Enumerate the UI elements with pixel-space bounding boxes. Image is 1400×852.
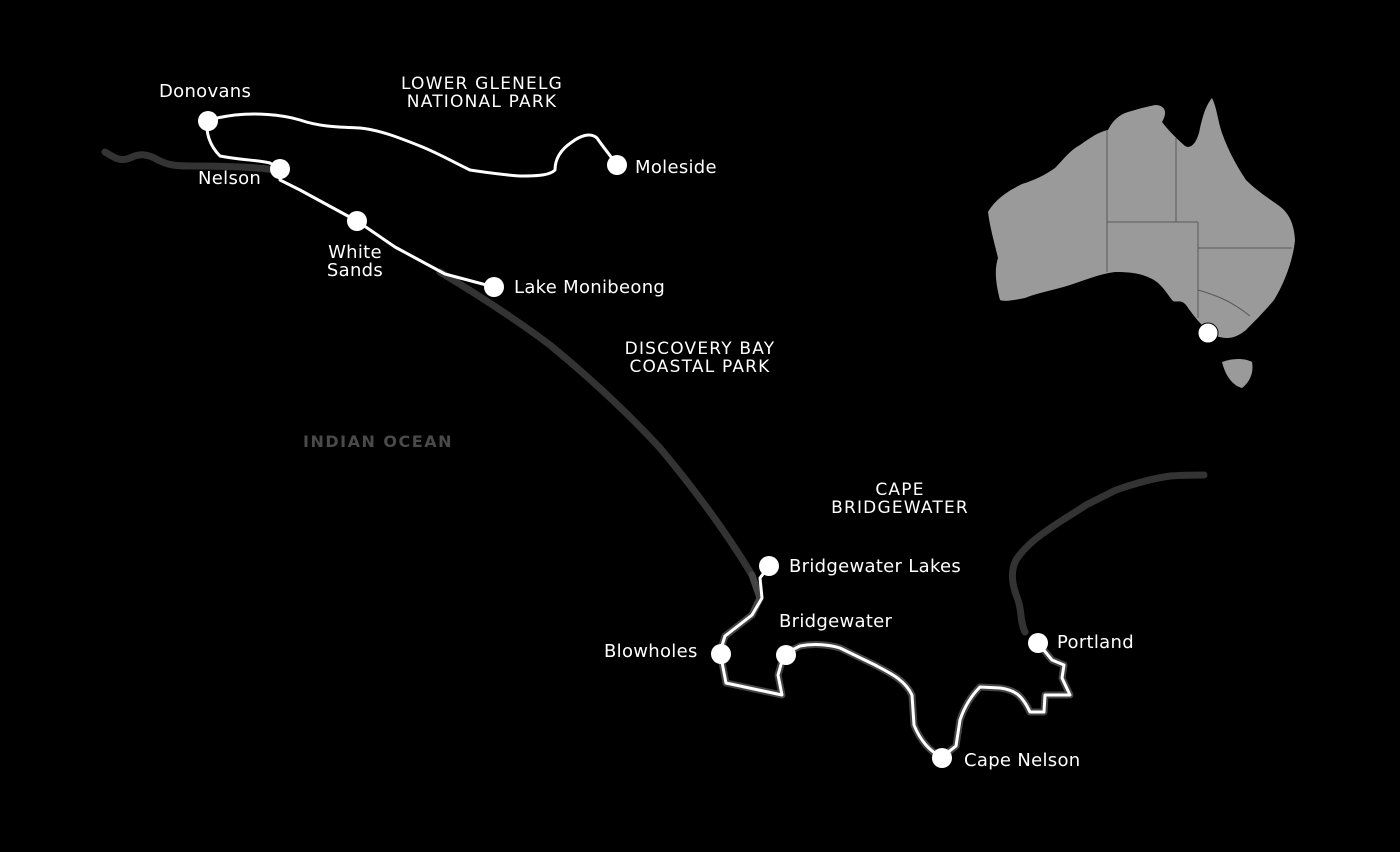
waypoint-lake-monibeong[interactable] bbox=[484, 277, 504, 297]
area-label-lower-glenelg: LOWER GLENELG NATIONAL PARK bbox=[382, 75, 582, 111]
area-label-cape-bridgewater: CAPE BRIDGEWATER bbox=[800, 481, 1000, 517]
place-label-white-sands[interactable]: White Sands bbox=[325, 244, 385, 280]
place-label-line: Sands bbox=[326, 260, 384, 281]
area-label-line: BRIDGEWATER bbox=[831, 498, 969, 518]
coast-road-west bbox=[101, 148, 284, 179]
place-label-donovans[interactable]: Donovans bbox=[159, 81, 252, 102]
location-marker-icon bbox=[1197, 322, 1219, 344]
state-borders bbox=[1106, 130, 1292, 318]
australia-map-icon bbox=[988, 98, 1295, 388]
coast-road-main bbox=[436, 268, 756, 579]
area-label-line: NATIONAL PARK bbox=[406, 92, 558, 112]
waypoint-nelson[interactable] bbox=[270, 159, 290, 179]
place-label-nelson[interactable]: Nelson bbox=[198, 168, 262, 189]
place-label-blowholes[interactable]: Blowholes bbox=[604, 641, 698, 662]
coast-road-east bbox=[1008, 471, 1208, 636]
waypoint-bridgewater-lakes[interactable] bbox=[759, 556, 779, 576]
area-label-discovery-bay: DISCOVERY BAY COASTAL PARK bbox=[600, 340, 800, 376]
waypoint-donovans[interactable] bbox=[198, 111, 218, 131]
place-label-moleside[interactable]: Moleside bbox=[635, 157, 717, 178]
place-label-cape-nelson[interactable]: Cape Nelson bbox=[964, 750, 1081, 771]
area-label-line: DISCOVERY BAY bbox=[624, 339, 776, 359]
waypoint-white-sands[interactable] bbox=[347, 211, 367, 231]
waypoint-bridgewater[interactable] bbox=[776, 645, 796, 665]
australia-mainland bbox=[988, 98, 1295, 338]
ocean-label: INDIAN OCEAN bbox=[303, 432, 453, 451]
waypoint-cape-nelson[interactable] bbox=[932, 748, 952, 768]
place-label-portland[interactable]: Portland bbox=[1057, 632, 1134, 653]
area-label-line: COASTAL PARK bbox=[629, 357, 771, 377]
walking-route bbox=[205, 112, 619, 289]
tasmania bbox=[1222, 359, 1253, 388]
place-label-bridgewater-lakes[interactable]: Bridgewater Lakes bbox=[789, 556, 962, 577]
place-label-line: White bbox=[328, 242, 382, 263]
waypoint-moleside[interactable] bbox=[607, 155, 627, 175]
area-label-line: LOWER GLENELG bbox=[400, 74, 564, 94]
waypoint-portland[interactable] bbox=[1028, 633, 1048, 653]
place-label-lake-monibeong[interactable]: Lake Monibeong bbox=[514, 277, 666, 298]
waypoint-blowholes[interactable] bbox=[711, 644, 731, 664]
walking-route-coastal bbox=[718, 564, 1072, 759]
area-label-line: CAPE bbox=[875, 480, 925, 500]
place-label-bridgewater[interactable]: Bridgewater bbox=[779, 611, 893, 632]
